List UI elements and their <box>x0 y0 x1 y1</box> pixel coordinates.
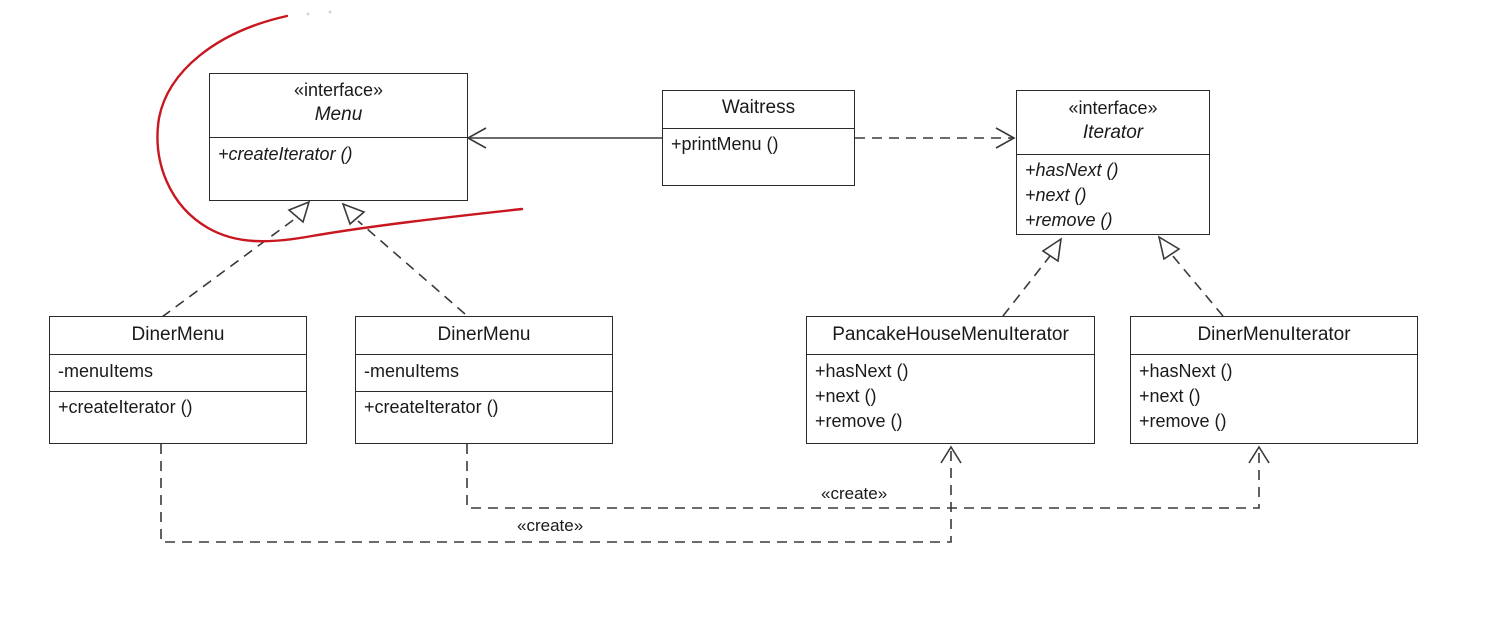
dinermenu2-realization-head <box>341 202 366 226</box>
pancake-iterator-method: +hasNext () <box>815 361 909 381</box>
dinermenu-right-methods-compartment: +createIterator () <box>356 391 612 422</box>
menu-class-name: Menu <box>314 104 363 125</box>
waitress-methods-compartment: +printMenu () <box>663 128 854 159</box>
dineriter-realization-head <box>1157 235 1181 261</box>
iterator-methods-compartment: +hasNext () +next () +remove () <box>1017 154 1209 235</box>
diner-iterator-name-compartment: DinerMenuIterator <box>1131 317 1417 354</box>
dinermenu-right-name-compartment: DinerMenu <box>356 317 612 354</box>
menu-stereotype: «interface» <box>293 80 384 100</box>
waitress-method: +printMenu () <box>671 134 779 154</box>
dinermenu1-realizes-menu <box>161 217 297 318</box>
dinermenu-right-attributes-compartment: -menuItems <box>356 354 612 391</box>
dineriter-realizes-iterator <box>1171 254 1224 317</box>
create-upper-arrowhead <box>1248 445 1270 464</box>
dinermenu-left-name-compartment: DinerMenu <box>50 317 306 354</box>
diner-iterator-class-name: DinerMenuIterator <box>1197 324 1351 345</box>
iterator-interface-class: «interface» Iterator +hasNext () +next (… <box>1016 90 1210 235</box>
waitress-iterator-arrowhead <box>995 127 1016 149</box>
menu-interface-class: «interface» Menu +createIterator () <box>209 73 468 201</box>
dinermenu-right-method: +createIterator () <box>364 397 499 417</box>
pancake-iterator-name-compartment: PancakeHouseMenuIterator <box>807 317 1094 354</box>
dinermenu-left-attributes-compartment: -menuItems <box>50 354 306 391</box>
dinermenu-left-methods-compartment: +createIterator () <box>50 391 306 422</box>
iterator-stereotype: «interface» <box>1068 98 1158 118</box>
iterator-method: +hasNext () <box>1025 160 1119 180</box>
pancake-iterator-class: PancakeHouseMenuIterator +hasNext () +ne… <box>806 316 1095 444</box>
iterator-method: +remove () <box>1025 210 1113 230</box>
menu-method: +createIterator () <box>218 144 353 164</box>
diner-iterator-class: DinerMenuIterator +hasNext () +next () +… <box>1130 316 1418 444</box>
iterator-name-compartment: «interface» Iterator <box>1017 91 1209 154</box>
pancake-realization-head <box>1041 237 1063 263</box>
pancake-realizes-iterator <box>1002 255 1051 317</box>
create-label-upper: «create» <box>821 484 888 503</box>
dinermenu1-creates-pancakeiterator <box>160 444 952 543</box>
dinermenu1-realization-head <box>287 200 311 224</box>
diner-iterator-method: +next () <box>1139 386 1201 406</box>
dinermenu-left-class-name: DinerMenu <box>131 324 225 345</box>
dinermenu-right-class-name: DinerMenu <box>437 324 531 345</box>
diner-iterator-method: +hasNext () <box>1139 361 1233 381</box>
menu-name-compartment: «interface» Menu <box>210 74 467 137</box>
waitress-class-name: Waitress <box>721 97 796 118</box>
dinermenu-right-class: DinerMenu -menuItems +createIterator () <box>355 316 613 444</box>
pancake-iterator-method: +remove () <box>815 411 903 431</box>
pancake-iterator-class-name: PancakeHouseMenuIterator <box>832 324 1069 345</box>
waitress-class: Waitress +printMenu () <box>662 90 855 186</box>
waitress-name-compartment: Waitress <box>663 91 854 128</box>
pancake-iterator-methods-compartment: +hasNext () +next () +remove () <box>807 354 1094 436</box>
dinermenu-left-method: +createIterator () <box>58 397 193 417</box>
create-label-lower: «create» <box>517 516 584 535</box>
dinermenu-left-attribute: -menuItems <box>58 361 154 381</box>
dinermenu2-creates-dineriterator <box>466 444 1260 509</box>
iterator-method: +next () <box>1025 185 1087 205</box>
menu-methods-compartment: +createIterator () <box>210 137 467 169</box>
diner-iterator-method: +remove () <box>1139 411 1227 431</box>
dinermenu-right-attribute: -menuItems <box>364 361 460 381</box>
dinermenu2-realizes-menu <box>357 220 466 315</box>
dinermenu-left-class: DinerMenu -menuItems +createIterator () <box>49 316 307 444</box>
iterator-class-name: Iterator <box>1082 122 1144 143</box>
create-lower-arrowhead <box>940 445 962 464</box>
diner-iterator-methods-compartment: +hasNext () +next () +remove () <box>1131 354 1417 436</box>
pancake-iterator-method: +next () <box>815 386 877 406</box>
